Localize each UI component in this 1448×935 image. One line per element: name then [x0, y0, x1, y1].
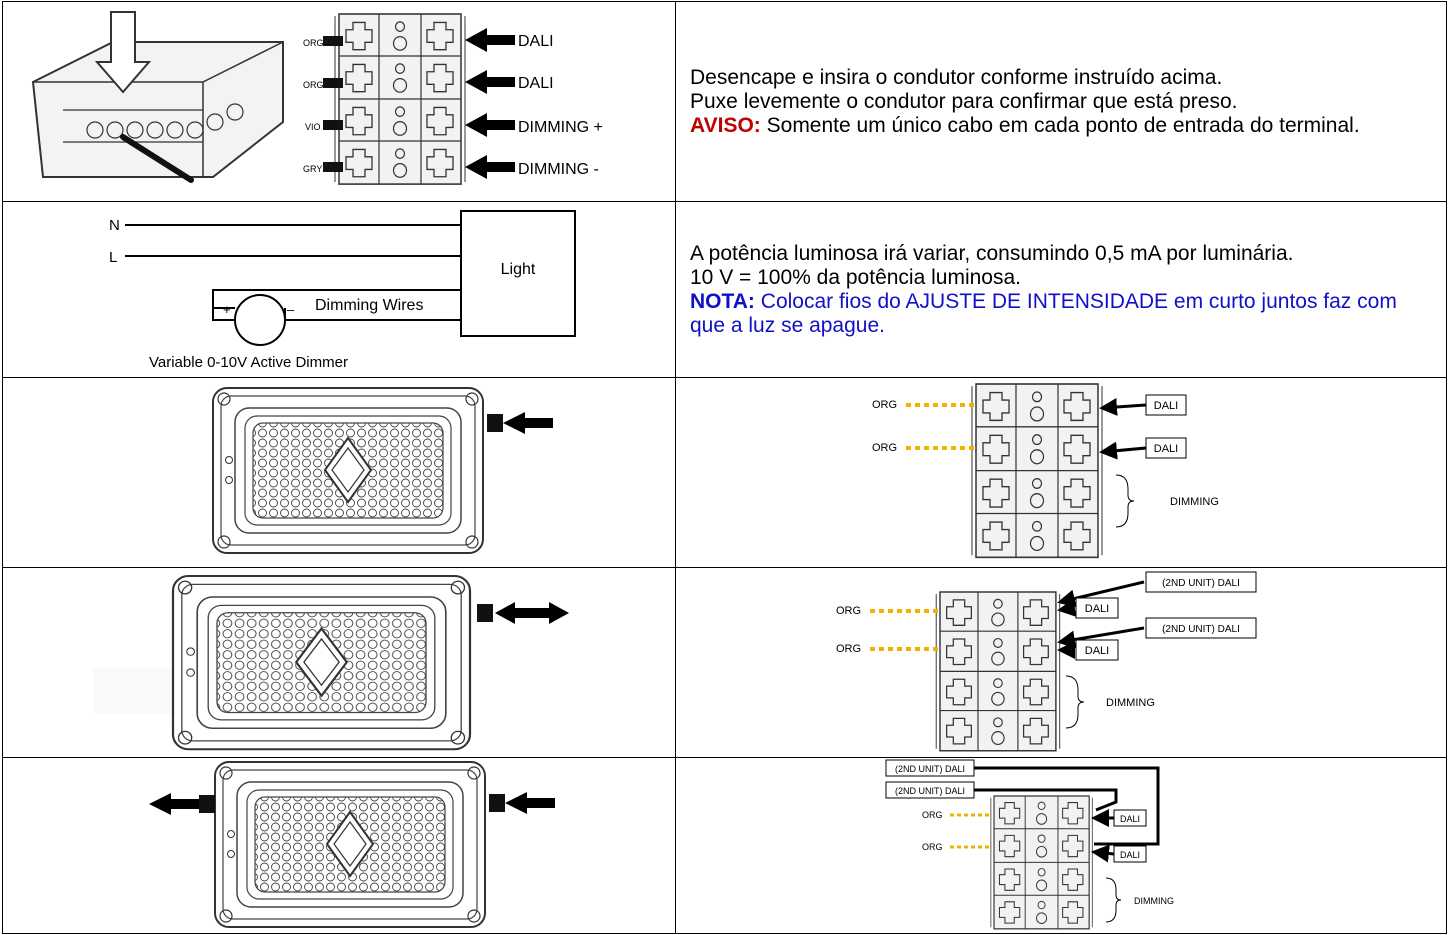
- dali-label-2: DALI: [1085, 645, 1109, 657]
- connector-3d-sketch: [31, 11, 284, 183]
- dali-label-2: DALI: [1154, 443, 1178, 455]
- dimmer-symbol: [234, 294, 286, 346]
- warning-paragraph: AVISO: Somente um único cabo em cada pon…: [690, 114, 1432, 138]
- org-label-2: ORG: [872, 442, 897, 454]
- dimmer-caption: Variable 0-10V Active Dimmer: [149, 354, 348, 371]
- light-box: [460, 210, 576, 337]
- org-label-1: ORG: [872, 399, 897, 411]
- terminal-wiring-single: ORG ORG DALI DALI DIMMING: [872, 378, 1219, 564]
- row4-image-cell: [2, 567, 676, 758]
- row4-wiring-cell: ORG ORG (2ND UNIT) DALI DALI (2ND UNIT) …: [675, 567, 1447, 758]
- dali-label-1: DALI: [1120, 814, 1140, 824]
- note-text: Colocar fios do AJUSTE DE INTENSIDADE em…: [690, 289, 1397, 337]
- terminal-label-left-3: VIO: [305, 122, 321, 132]
- l-label: L: [109, 249, 117, 266]
- row1-image-cell: ORG ORG VIO GRY: [2, 1, 676, 202]
- instruction-line-1: Desencape e insira o condutor conforme i…: [690, 65, 1223, 89]
- second-unit-dali-label-2: (2ND UNIT) DALI: [1162, 624, 1240, 635]
- org-label-1: ORG: [922, 810, 943, 820]
- row5-image-cell: [2, 757, 676, 934]
- org-label-1: ORG: [836, 605, 861, 617]
- power-line-2: 10 V = 100% da potência luminosa.: [690, 265, 1021, 289]
- terminal-label-right-2: DALI: [518, 75, 554, 92]
- second-unit-dali-label-2: (2ND UNIT) DALI: [895, 786, 965, 796]
- note-label: NOTA:: [690, 289, 755, 313]
- row1-text-cell: Desencape e insira o condutor conforme i…: [675, 1, 1447, 202]
- row3-wiring-cell: ORG ORG DALI DALI DIMMING: [675, 377, 1447, 568]
- row2-image-cell: N L Light + – Dimming Wires Variable 0-1…: [2, 201, 676, 378]
- dimmer-wiring-diagram: N L Light + – Dimming Wires Variable 0-1…: [109, 210, 576, 371]
- warning-text: Somente um único cabo em cada ponto de e…: [760, 113, 1360, 137]
- terminal-label-left-4: GRY: [303, 164, 322, 174]
- fixture-daisy-chain-out: [93, 574, 569, 751]
- row2-text-cell: A potência luminosa irá variar, consumin…: [675, 201, 1447, 378]
- dimming-label: DIMMING: [1170, 496, 1219, 508]
- org-label-2: ORG: [836, 643, 861, 655]
- note-paragraph: NOTA: Colocar fios do AJUSTE DE INTENSID…: [690, 290, 1432, 338]
- instruction-line-2: Puxe levemente o condutor para confirmar…: [690, 89, 1238, 113]
- dimming-label: DIMMING: [1134, 896, 1174, 906]
- second-unit-dali-label-1: (2ND UNIT) DALI: [1162, 578, 1240, 589]
- terminal-label-right-1: DALI: [518, 33, 554, 50]
- terminal-connector-illustration: ORG ORG VIO GRY: [31, 11, 603, 198]
- dimming-label: DIMMING: [1106, 697, 1155, 709]
- fixture-pass-through: [149, 761, 555, 928]
- row3-image-cell: [2, 377, 676, 568]
- dali-label-2: DALI: [1120, 850, 1140, 860]
- dali-label-1: DALI: [1085, 603, 1109, 615]
- terminal-wiring-pass-through: (2ND UNIT) DALI (2ND UNIT) DALI ORG ORG …: [885, 759, 1174, 930]
- org-label-2: ORG: [922, 842, 943, 852]
- terminal-label-right-4: DIMMING -: [518, 161, 599, 178]
- warning-label: AVISO:: [690, 113, 761, 137]
- terminal-wiring-daisy: ORG ORG (2ND UNIT) DALI DALI (2ND UNIT) …: [836, 571, 1257, 754]
- light-label: Light: [501, 261, 536, 278]
- terminal-label-left-1: ORG: [303, 38, 324, 48]
- terminal-label-right-3: DIMMING +: [518, 119, 603, 136]
- fixture-single-input: [212, 387, 553, 554]
- minus-sign: –: [287, 302, 295, 317]
- row5-wiring-cell: (2ND UNIT) DALI (2ND UNIT) DALI ORG ORG …: [675, 757, 1447, 934]
- second-unit-dali-label-1: (2ND UNIT) DALI: [895, 764, 965, 774]
- plus-sign: +: [223, 302, 231, 317]
- power-line-1: A potência luminosa irá variar, consumin…: [690, 241, 1294, 265]
- dali-label-1: DALI: [1154, 400, 1178, 412]
- dimming-wires-label: Dimming Wires: [315, 297, 423, 314]
- n-label: N: [109, 217, 120, 234]
- terminal-label-left-2: ORG: [303, 80, 324, 90]
